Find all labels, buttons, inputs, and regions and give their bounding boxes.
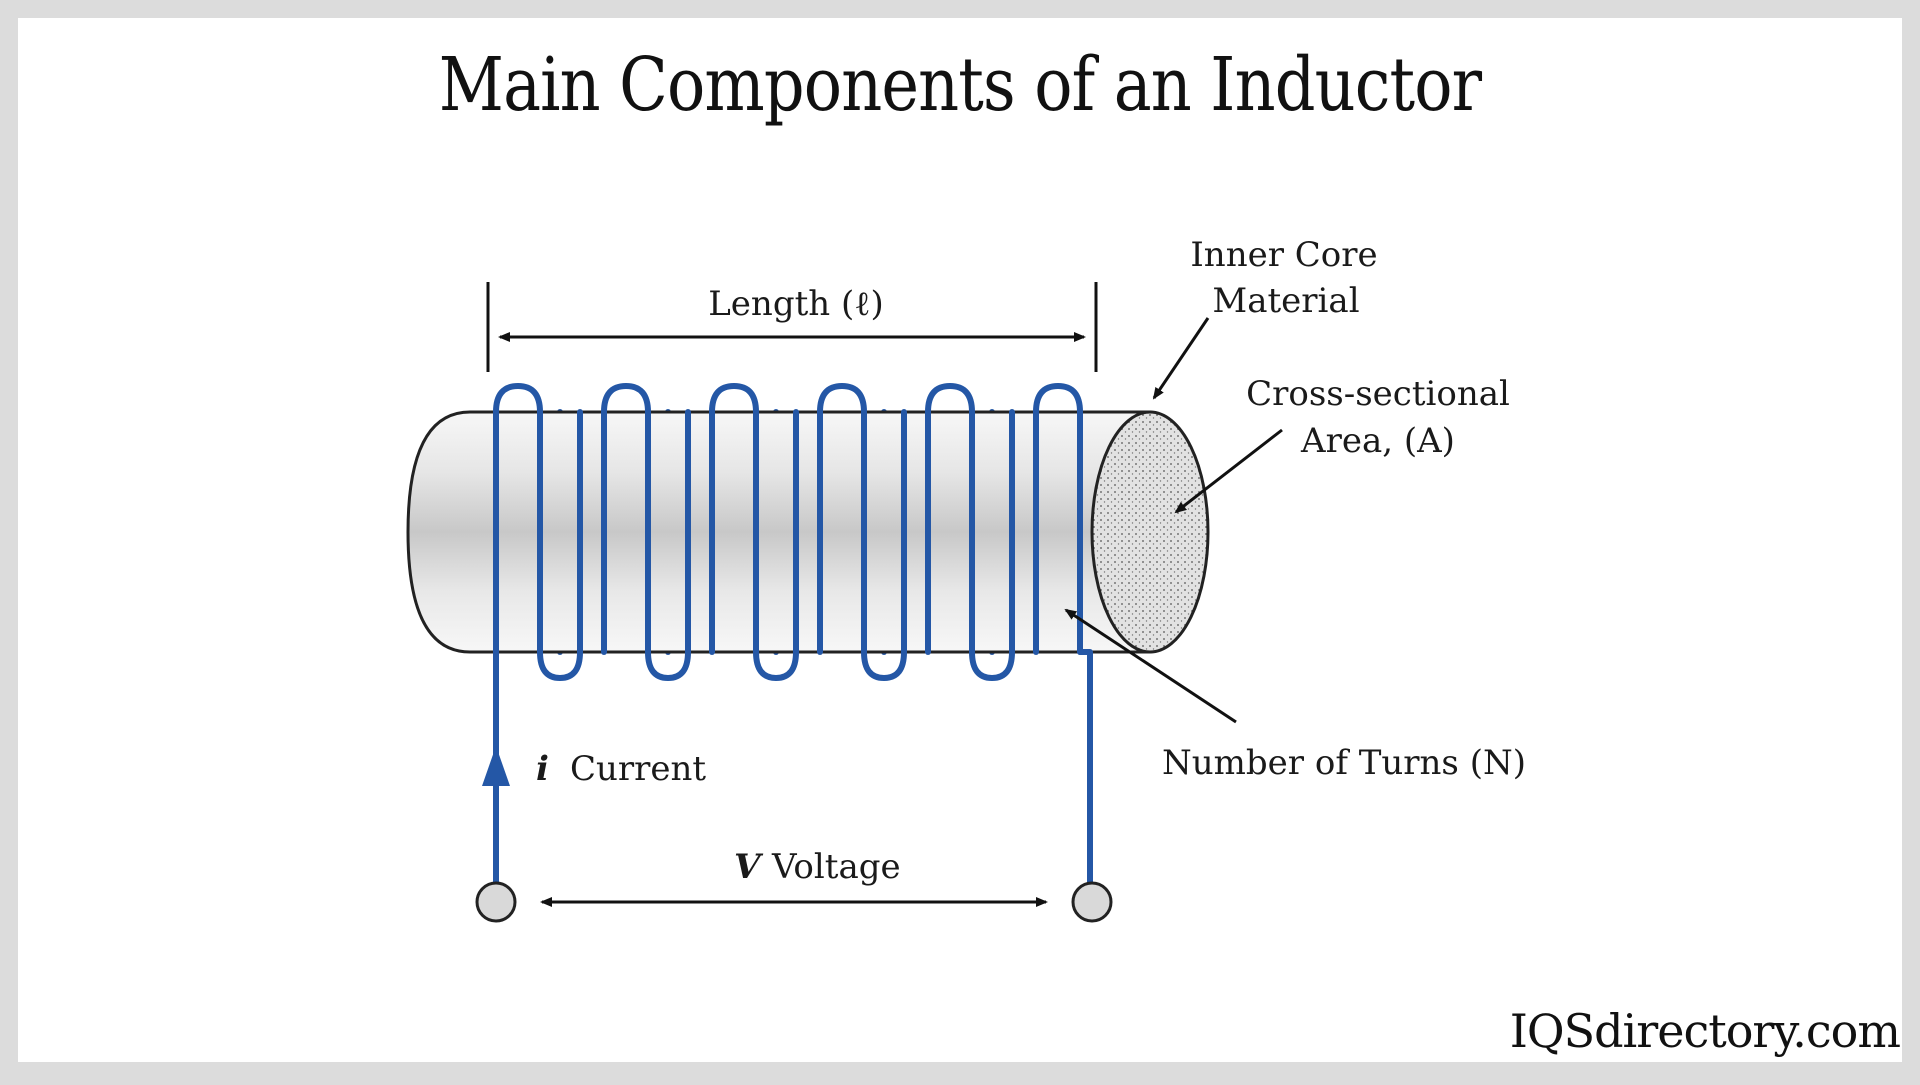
current-arrow-icon bbox=[482, 746, 510, 786]
cross-section-face bbox=[1092, 412, 1208, 652]
cross-section-label-line1: Cross-sectional bbox=[1246, 374, 1510, 414]
terminal-right bbox=[1073, 883, 1111, 921]
current-label: Current bbox=[570, 749, 706, 789]
turns-label: Number of Turns (N) bbox=[1162, 743, 1526, 783]
inner-core-label-line2: Material bbox=[1212, 281, 1359, 321]
brand-watermark: IQSdirectory.com bbox=[1510, 1004, 1900, 1058]
current-symbol: i bbox=[536, 749, 549, 789]
voltage-symbol: V bbox=[734, 847, 764, 887]
cross-section-label-line2: Area, (A) bbox=[1300, 421, 1455, 461]
terminal-left bbox=[477, 883, 515, 921]
voltage-label: Voltage bbox=[771, 847, 901, 887]
length-label: Length (ℓ) bbox=[708, 284, 884, 324]
inner-core-label-line1: Inner Core bbox=[1190, 235, 1377, 275]
